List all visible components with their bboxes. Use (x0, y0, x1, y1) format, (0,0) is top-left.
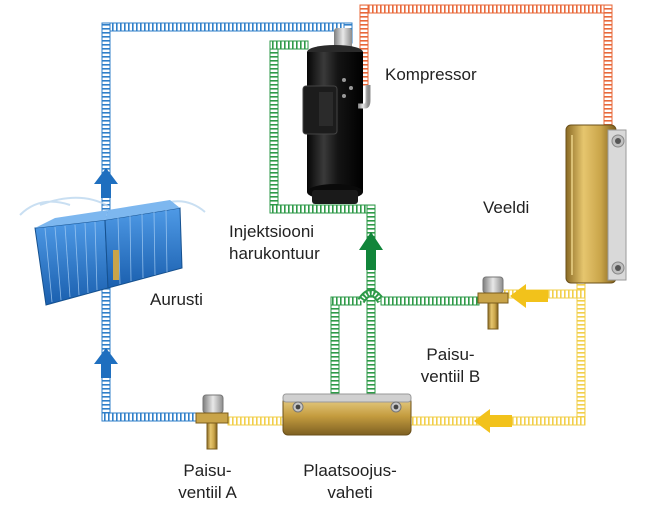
injection-label-line2: harukontuur (229, 244, 320, 263)
injection-label-line1: Injektsiooni (229, 222, 315, 241)
plate-hx-label-line1: Plaatsoojus- (303, 461, 397, 480)
evaporator-label: Aurusti (150, 289, 203, 311)
flow-arrow-icon (94, 168, 118, 198)
valve-b-label-line1: Paisu- (426, 345, 475, 364)
expansion-valve-a-label: Paisu- ventiil A (160, 460, 255, 504)
water-label-text: Veeldi (483, 198, 530, 217)
valve-a-label-line2: ventiil A (178, 483, 237, 502)
expansion-valve-icon (477, 276, 509, 330)
expansion-valve-b-label: Paisu- ventiil B (403, 344, 498, 388)
compressor-icon (302, 28, 371, 204)
valve-a-label-line1: Paisu- (183, 461, 232, 480)
flow-arrow-icon (359, 232, 383, 270)
evaporator-icon (19, 196, 206, 306)
evaporator-label-text: Aurusti (150, 290, 203, 309)
plate-heat-exchanger-icon (282, 393, 412, 436)
compressor-label-text: Kompressor (385, 65, 477, 84)
plate-hx-label-line2: vaheti (327, 483, 373, 502)
injection-line-green (269, 40, 480, 401)
flow-arrow-icon (94, 348, 118, 378)
valve-b-label-line2: ventiil B (420, 367, 481, 386)
injection-circuit-label: Injektsiooni harukontuur (229, 221, 320, 265)
flow-arrow-icon (474, 409, 512, 433)
compressor-label: Kompressor (385, 64, 477, 86)
water-heat-exchanger-label: Veeldi (483, 197, 529, 219)
expansion-valve-icon (195, 394, 229, 450)
flow-arrow-icon (510, 284, 548, 308)
plate-heat-exchanger-label: Plaatsoojus- vaheti (290, 460, 410, 504)
brazed-plate-heat-exchanger-icon (565, 124, 627, 284)
